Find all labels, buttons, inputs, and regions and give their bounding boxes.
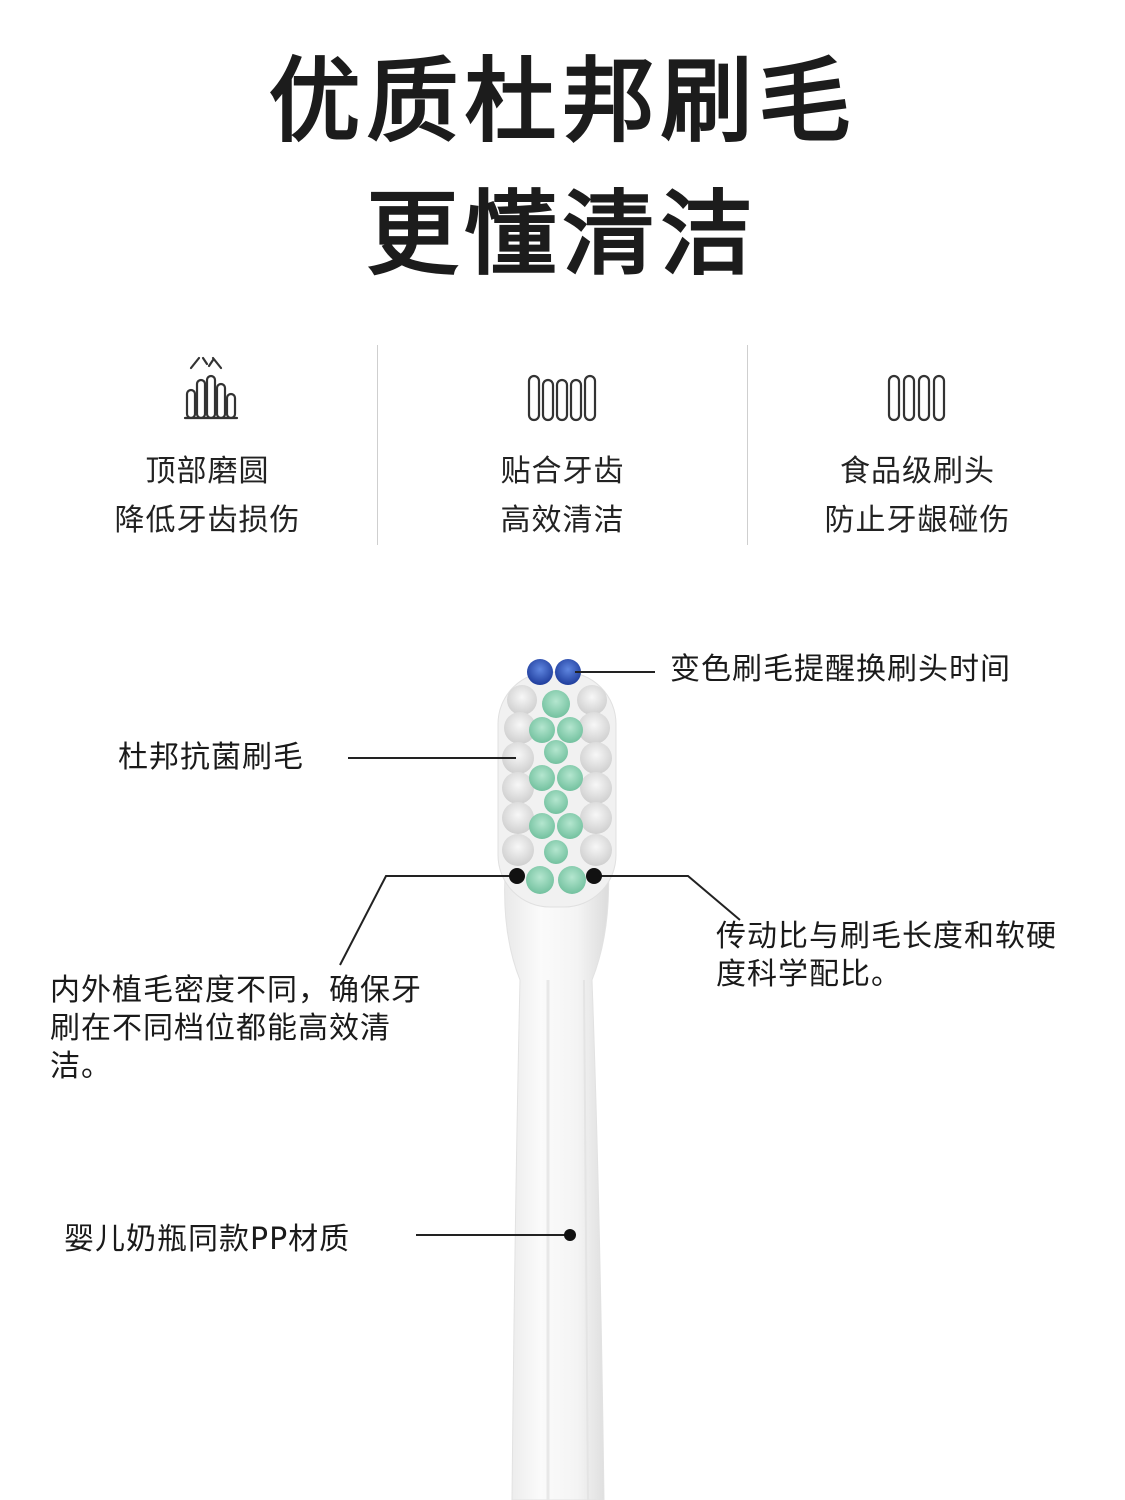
callout-ratio: 传动比与刷毛长度和软硬度科学配比。: [716, 919, 1057, 992]
callout-material: 婴儿奶瓶同款PP材质: [64, 1222, 351, 1257]
bristle-fit-icon: [525, 354, 601, 428]
callout-color-change: 变色刷毛提醒换刷头时间: [670, 652, 1011, 687]
feature-food-grade: 食品级刷头 防止牙龈碰伤: [740, 340, 1095, 550]
feature-title: 食品级刷头: [840, 454, 995, 489]
food-grade-head-icon: [886, 354, 950, 428]
page-title: 优质杜邦刷毛: [268, 48, 857, 155]
feature-title: 贴合牙齿: [500, 454, 625, 489]
marker-dot: [586, 868, 602, 884]
marker-dot: [509, 868, 525, 884]
feature-fit-teeth: 贴合牙齿 高效清洁: [385, 340, 740, 550]
divider: [377, 345, 378, 545]
callout-dupont: 杜邦抗菌刷毛: [118, 740, 304, 775]
feature-row: 顶部磨圆 降低牙齿损伤 贴合牙齿 高效清洁: [30, 340, 1095, 550]
brush-handle: [504, 859, 610, 1500]
feature-desc: 降低牙齿损伤: [114, 503, 301, 538]
rounded-bristle-icon: [173, 354, 243, 428]
feature-desc: 高效清洁: [500, 503, 625, 538]
feature-title: 顶部磨圆: [145, 454, 270, 489]
leader-line-ratio: [594, 875, 741, 921]
leader-line-density: [339, 875, 517, 966]
feature-desc: 防止牙龈碰伤: [824, 503, 1011, 538]
page-subtitle: 更懂清洁: [366, 181, 759, 288]
callout-density: 内外植毛密度不同，确保牙刷在不同档位都能高效清洁。: [50, 973, 422, 1084]
inner-bristles: [526, 690, 586, 894]
outer-bristles: [502, 685, 612, 866]
indicator-bristles: [527, 659, 581, 685]
marker-dot: [564, 1229, 576, 1241]
feature-rounded-tips: 顶部磨圆 降低牙齿损伤: [30, 340, 385, 550]
divider: [747, 345, 748, 545]
